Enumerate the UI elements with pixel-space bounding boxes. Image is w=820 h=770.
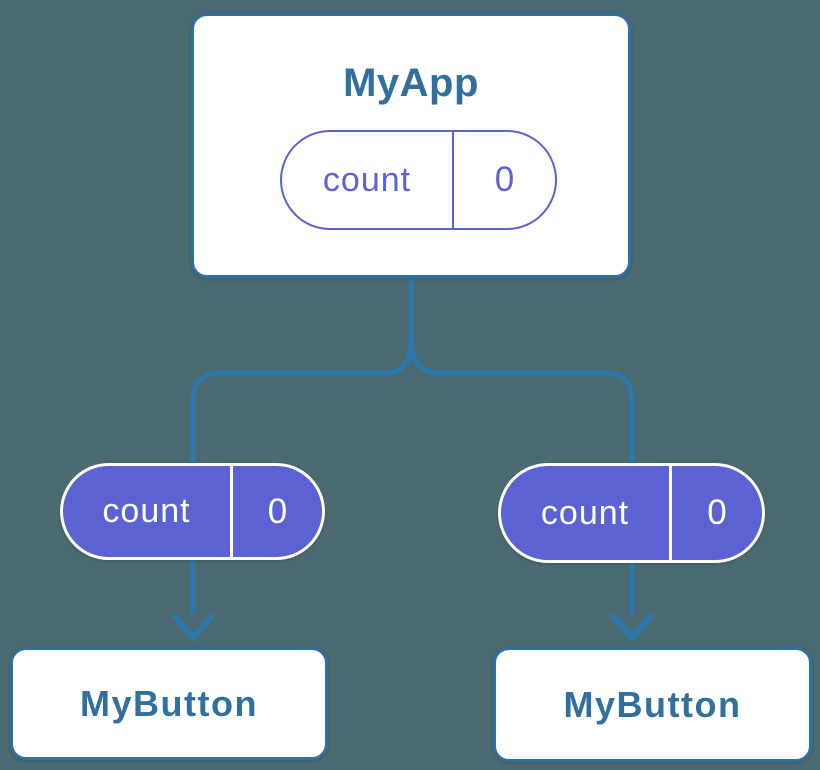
myapp-card: MyApp count 0 [191, 13, 631, 278]
right-branch-connector [409, 338, 635, 615]
state-value: 0 [267, 491, 288, 531]
right-arrowhead-down-icon [611, 614, 653, 641]
state-name-label: count [322, 160, 412, 199]
left-child-state-pill: count 0 [60, 463, 325, 560]
connector-lines [172, 273, 653, 641]
state-value: 0 [707, 493, 727, 532]
state-value: 0 [494, 160, 515, 199]
left-arrowhead-down-icon [172, 614, 214, 641]
myapp-card-title: MyApp [343, 61, 479, 105]
mybutton-card-right: MyButton [493, 647, 812, 762]
pill-divider [669, 466, 672, 560]
pill-divider [452, 132, 454, 228]
state-name-label: count [540, 493, 630, 532]
mybutton-card-title: MyButton [563, 683, 742, 725]
root-state-pill: count 0 [280, 130, 557, 230]
state-name-label: count [102, 492, 191, 530]
right-child-state-pill: count 0 [498, 463, 765, 563]
pill-divider [230, 466, 233, 557]
left-branch-connector [190, 338, 414, 615]
mybutton-card-title: MyButton [80, 682, 258, 724]
mybutton-card-left: MyButton [10, 647, 328, 760]
